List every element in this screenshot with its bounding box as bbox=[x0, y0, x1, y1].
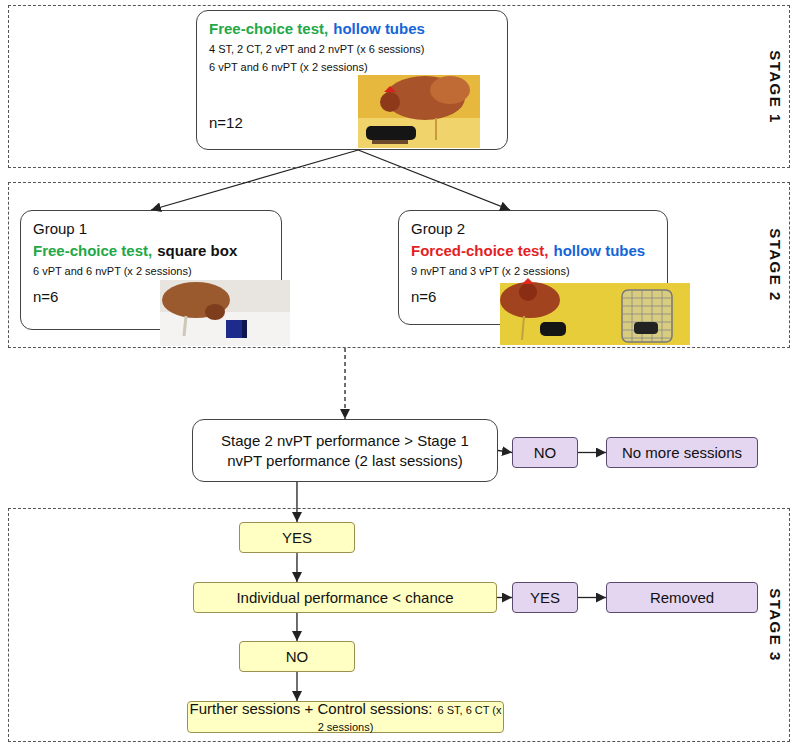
flow-arrow bbox=[296, 553, 297, 582]
node-text: n=6 bbox=[33, 288, 58, 305]
node-text: hollow tubes bbox=[333, 20, 425, 37]
flow-arrow bbox=[498, 451, 512, 453]
node-text: 6 vPT and 6 nvPT (x 2 sessions) bbox=[209, 61, 368, 73]
flow-arrow bbox=[578, 597, 606, 598]
outcome-box: No more sessions bbox=[606, 437, 758, 468]
node-text: YES bbox=[530, 589, 560, 606]
flow-arrow bbox=[497, 597, 512, 598]
node-text: Group 2 bbox=[411, 220, 465, 237]
node-text: Forced-choice test, bbox=[411, 242, 549, 259]
stage-band: STAGE 3 YES Individual performance < chanc… bbox=[8, 508, 790, 742]
node-text: Removed bbox=[650, 589, 714, 606]
stage-label: STAGE 2 bbox=[767, 228, 784, 302]
node-text: No more sessions bbox=[622, 444, 742, 461]
node-text: square box bbox=[157, 242, 237, 259]
node-text: Group 1 bbox=[33, 220, 87, 237]
stage-label: STAGE 3 bbox=[767, 588, 784, 662]
node-text: n=6 bbox=[411, 288, 436, 305]
node-text: NO bbox=[286, 648, 309, 665]
node-text: 9 nvPT and 3 vPT (x 2 sessions) bbox=[411, 265, 570, 277]
flow-arrow bbox=[296, 482, 297, 522]
node-text: Free-choice test, bbox=[33, 242, 152, 259]
process-box: Further sessions + Control sessions:6 ST… bbox=[187, 701, 504, 733]
flow-arrow bbox=[578, 452, 606, 453]
node-text: hollow tubes bbox=[554, 242, 646, 259]
stage-band: STAGE 1 Free-choice test, hollow tubes 4 ST… bbox=[8, 5, 790, 168]
node-text: YES bbox=[282, 529, 312, 546]
flow-arrow bbox=[344, 348, 345, 419]
node-text: Individual performance < chance bbox=[236, 589, 453, 606]
node-text: n=12 bbox=[209, 114, 243, 131]
answer-box: YES bbox=[512, 582, 578, 613]
test-box: Free-choice test, hollow tubes 4 ST, 2 CT,… bbox=[196, 10, 508, 150]
node-text: NO bbox=[534, 444, 557, 461]
group-box: Group 2 Forced-choice test, hollow tubes 9 … bbox=[398, 210, 668, 325]
flow-arrow bbox=[296, 672, 297, 701]
stage-label: STAGE 1 bbox=[767, 50, 784, 124]
flow-arrow bbox=[358, 150, 510, 210]
node-text: Stage 2 nvPT performance > Stage 1 nvPT … bbox=[221, 432, 469, 469]
answer-box: NO bbox=[239, 641, 355, 672]
node-text: 6 vPT and 6 nvPT (x 2 sessions) bbox=[33, 265, 192, 277]
answer-box: YES bbox=[239, 522, 355, 553]
group-box: Group 1 Free-choice test, square box 6 vPT … bbox=[20, 210, 282, 330]
node-text: 4 ST, 2 CT, 2 vPT and 2 nvPT (x 6 sessio… bbox=[209, 43, 424, 55]
flow-arrow bbox=[296, 613, 297, 641]
stage-band: STAGE 2 Group 1 Free-choice test, square bo… bbox=[8, 182, 790, 348]
outcome-box: Removed bbox=[606, 582, 758, 613]
decision-box: Stage 2 nvPT performance > Stage 1 nvPT … bbox=[192, 419, 498, 482]
flow-arrow bbox=[151, 150, 358, 210]
outcome-box: NO bbox=[512, 437, 578, 468]
decision-box: Individual performance < chance bbox=[193, 582, 497, 613]
node-text: Free-choice test, bbox=[209, 20, 328, 37]
node-text: Further sessions + Control sessions: bbox=[189, 700, 432, 717]
